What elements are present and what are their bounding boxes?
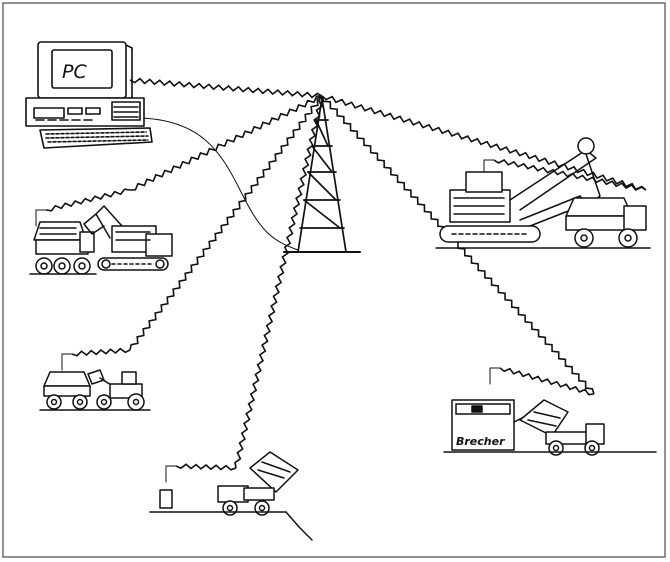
antenna-link-loader-truck	[72, 349, 130, 356]
antenna-mast-crusher-station	[490, 368, 500, 384]
crusher-building-label: Brecher	[456, 435, 505, 448]
radio-link-loader-truck	[130, 96, 322, 350]
radio-link-pc	[130, 79, 322, 98]
cable-link	[140, 118, 298, 250]
antenna-link-shovel-truck-left	[46, 189, 130, 211]
radio-link-shovel-truck-left	[130, 96, 322, 190]
antenna-mast-loader-truck	[62, 354, 72, 370]
computer-screen-label: PC	[62, 61, 87, 83]
radio-tower-icon	[284, 98, 360, 252]
desktop-computer-icon	[26, 42, 152, 148]
bucket-excavator-and-truck-icon	[436, 138, 650, 248]
wheel-loader-and-truck-icon	[40, 370, 150, 410]
antenna-mast-dump-truck	[166, 466, 176, 482]
dump-truck-icon	[150, 452, 312, 540]
radio-link-dump-truck	[235, 96, 322, 468]
radio-link-crusher-station	[322, 96, 594, 394]
antenna-link-dump-truck	[176, 464, 236, 470]
excavator-and-truck-icon	[30, 206, 172, 274]
